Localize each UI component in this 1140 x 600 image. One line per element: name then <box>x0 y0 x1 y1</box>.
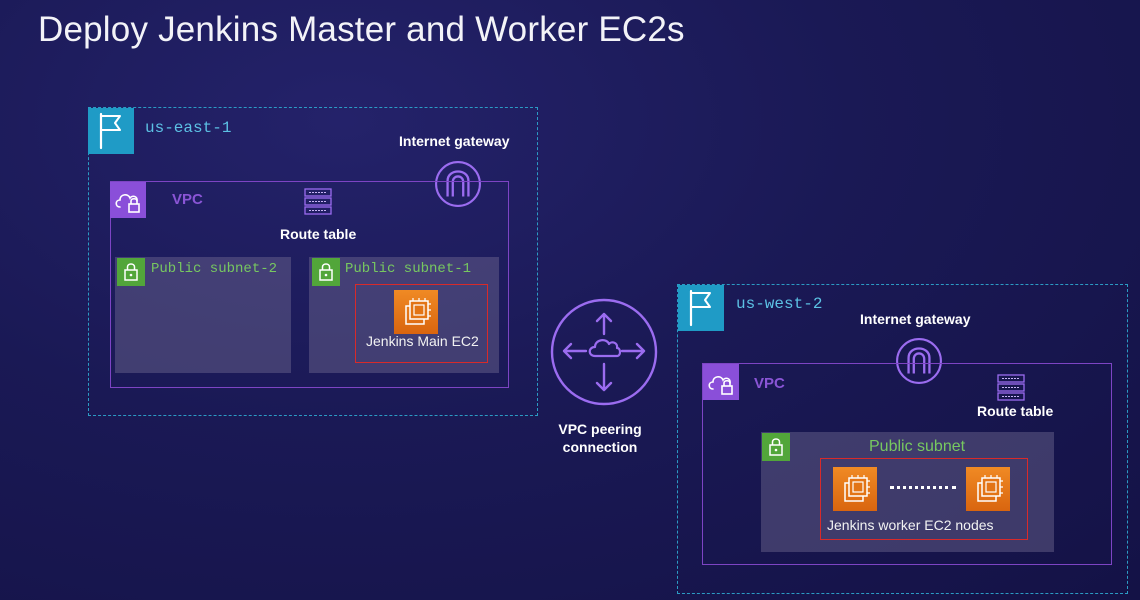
region-us-west-2 <box>677 284 1128 594</box>
vpc-label: VPC <box>172 191 203 208</box>
vpc-peering-label-line1: VPC peering <box>558 421 642 437</box>
lock-icon <box>762 433 790 461</box>
vpc-peering-icon <box>548 296 660 413</box>
vpc-peering-label: VPC peering connection <box>530 420 670 456</box>
vpc-east <box>110 181 509 388</box>
ec2-instance-icon <box>833 467 877 511</box>
route-table-label: Route table <box>977 403 1054 419</box>
vpc-cloud-lock-icon <box>110 182 146 218</box>
flag-icon <box>88 108 134 154</box>
vpc-cloud-lock-icon <box>703 364 739 400</box>
jenkins-workers-label: Jenkins worker EC2 nodes <box>827 517 994 533</box>
route-table-icon <box>303 188 333 221</box>
region-us-east-1 <box>88 107 538 416</box>
jenkins-main-label: Jenkins Main EC2 <box>366 333 479 349</box>
ec2-instance-icon <box>966 467 1010 511</box>
region-label: us-west-2 <box>736 295 823 313</box>
vpc-west <box>702 363 1112 565</box>
lock-icon <box>312 258 340 286</box>
lock-icon <box>117 258 145 286</box>
vpc-label: VPC <box>754 375 785 392</box>
flag-icon <box>678 285 724 331</box>
internet-gateway-label: Internet gateway <box>860 311 971 327</box>
subnet-label: Public subnet-2 <box>151 261 278 277</box>
region-label: us-east-1 <box>145 119 232 137</box>
subnet-label: Public subnet-1 <box>345 261 472 277</box>
jenkins-workers-highlight <box>820 458 1028 540</box>
route-table-label: Route table <box>280 226 357 242</box>
jenkins-main-highlight <box>355 284 488 363</box>
subnet-label: Public subnet <box>869 438 966 455</box>
dotted-connector <box>890 486 956 489</box>
ec2-instance-icon <box>394 290 438 334</box>
internet-gateway-label: Internet gateway <box>399 133 510 149</box>
vpc-peering-label-line2: connection <box>562 439 638 455</box>
page-title: Deploy Jenkins Master and Worker EC2s <box>38 10 685 49</box>
